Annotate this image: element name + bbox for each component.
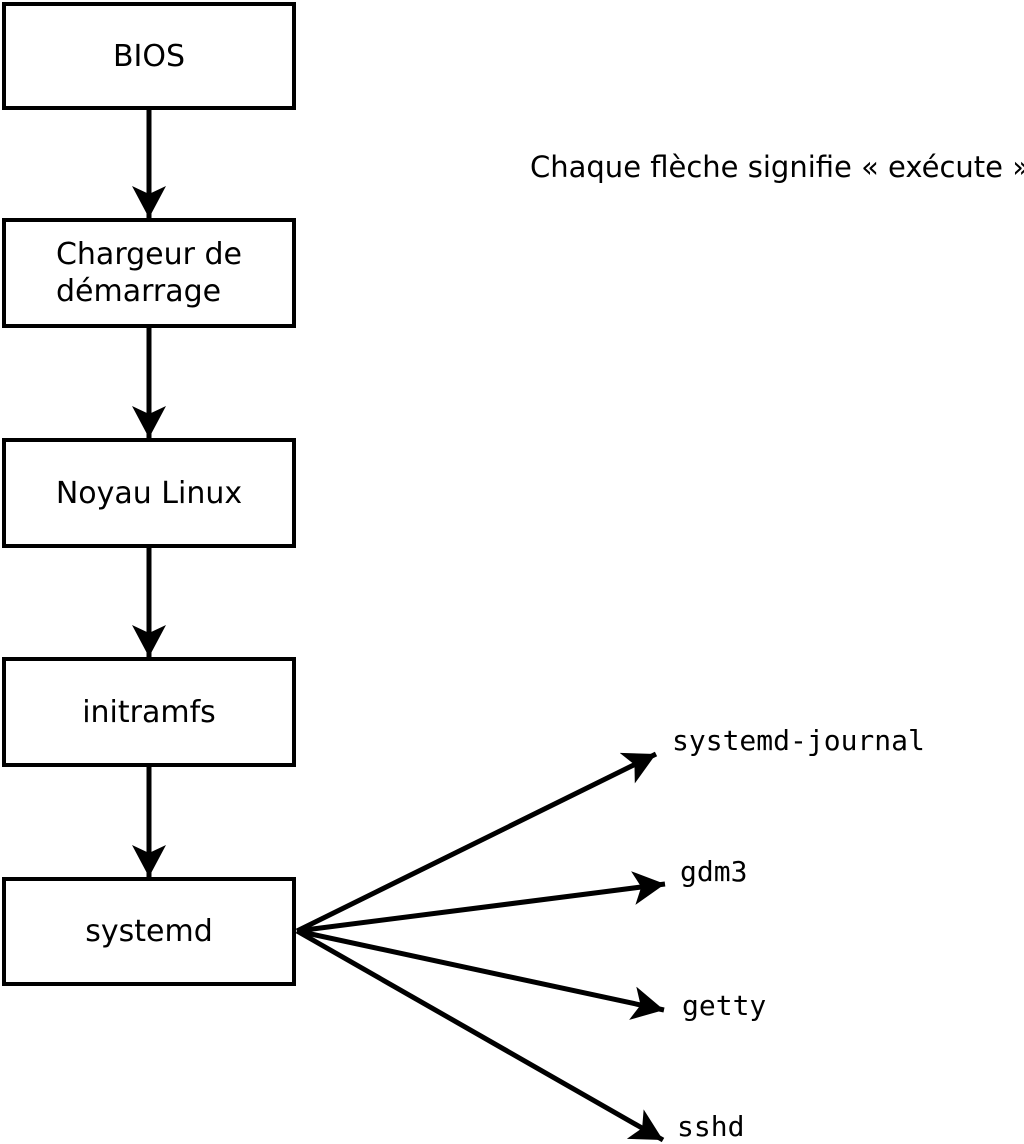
node-kernel-label: Noyau Linux [55, 475, 243, 511]
node-bios-label: BIOS [112, 38, 186, 74]
process-gdm3-label: gdm3 [680, 855, 748, 888]
node-initramfs-label: initramfs [82, 694, 216, 730]
process-sshd-label: sshd [677, 1110, 745, 1143]
process-getty-label: getty [682, 989, 767, 1022]
node-systemd: systemd [2, 877, 296, 986]
edge-systemd-getty-arrow [296, 928, 665, 1020]
edge-systemd-sshd-arrow [295, 928, 665, 1143]
node-bios: BIOS [2, 2, 296, 110]
node-bootloader: Chargeur de démarrage [2, 218, 296, 328]
process-systemd-journal-label: systemd-journal [672, 724, 925, 757]
diagram-caption: Chaque flèche signifie « exécute ». [530, 150, 1024, 184]
edge-systemd-journal-arrow [295, 751, 658, 934]
node-initramfs: initramfs [2, 657, 296, 767]
node-kernel: Noyau Linux [2, 438, 296, 548]
edge-systemd-gdm3-arrow [296, 871, 666, 934]
node-systemd-label: systemd [85, 914, 213, 949]
node-bootloader-label: Chargeur de démarrage [55, 237, 243, 309]
